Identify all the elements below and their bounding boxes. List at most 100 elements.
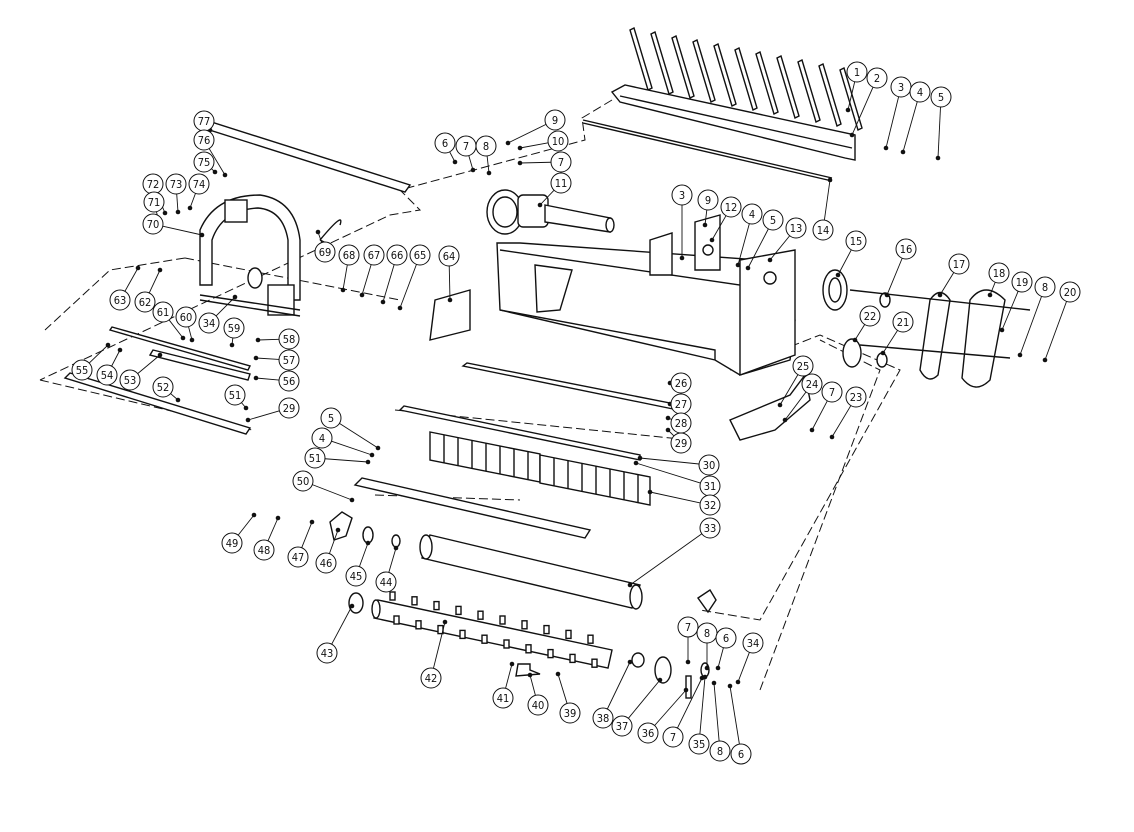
callout-14: 14	[812, 219, 834, 241]
blade-bar	[582, 84, 856, 182]
callout-number: 67	[368, 249, 381, 262]
callout-37: 37	[611, 715, 633, 737]
callout-number: 19	[1016, 276, 1029, 289]
callout-number: 3	[898, 81, 904, 94]
tine	[713, 43, 737, 107]
callout-number: 7	[463, 140, 469, 153]
leader-line	[667, 429, 675, 437]
callout-44: 44	[375, 571, 397, 593]
callout-number: 7	[558, 156, 564, 169]
callout-5: 5	[762, 209, 784, 231]
callout-51: 51	[304, 447, 326, 469]
callout-number: 66	[391, 249, 404, 262]
callout-number: 8	[1042, 281, 1048, 294]
tine	[671, 35, 695, 99]
tine	[734, 47, 758, 111]
callout-number: 55	[76, 364, 89, 377]
callout-number: 6	[738, 748, 744, 761]
callout-49: 49	[221, 532, 243, 554]
callout-69: 69	[314, 241, 336, 263]
callout-number: 76	[198, 134, 211, 147]
callout-21: 21	[892, 311, 914, 333]
callout-number: 61	[157, 306, 170, 319]
flail-blade	[525, 644, 532, 654]
callout-number: 2	[874, 72, 880, 85]
leader-line	[823, 179, 831, 221]
callout-number: 38	[597, 712, 610, 725]
callout-6: 6	[715, 627, 737, 649]
callout-68: 68	[338, 244, 360, 266]
flail-blade	[389, 591, 396, 601]
callout-30: 30	[698, 454, 720, 476]
leader-line	[649, 491, 701, 504]
callout-47: 47	[287, 546, 309, 568]
callout-number: 29	[283, 402, 296, 415]
callout-number: 44	[380, 576, 393, 589]
tine	[755, 51, 779, 115]
leader-line	[247, 410, 280, 421]
leader-line	[301, 521, 313, 548]
callout-6: 6	[730, 743, 752, 765]
callout-63: 63	[109, 289, 131, 311]
leader-line	[677, 677, 703, 729]
flail-blade	[591, 658, 598, 668]
leader-line	[628, 679, 661, 719]
callout-number: 12	[725, 201, 738, 214]
leader-line	[885, 96, 900, 149]
leader-line	[448, 265, 451, 301]
callout-number: 4	[917, 86, 923, 99]
callout-number: 51	[309, 452, 322, 465]
leader-line	[124, 267, 139, 292]
callout-number: 4	[319, 432, 325, 445]
leader-line	[388, 547, 397, 573]
callout-53: 53	[119, 369, 141, 391]
callout-number: 71	[148, 196, 161, 209]
callout-number: 33	[704, 522, 717, 535]
gearbox	[486, 189, 615, 235]
flail-blade	[521, 620, 528, 630]
callout-71: 71	[143, 191, 165, 213]
callout-number: 72	[147, 178, 160, 191]
callout-number: 62	[139, 296, 152, 309]
callout-number: 42	[425, 672, 438, 685]
leader-line	[737, 223, 750, 266]
callout-number: 10	[552, 135, 565, 148]
leader-line	[886, 258, 903, 296]
callout-number: 29	[675, 437, 688, 450]
callout-35: 35	[688, 733, 710, 755]
callout-number: 75	[198, 156, 211, 169]
callout-number: 65	[414, 249, 427, 262]
leader-line	[1001, 291, 1019, 331]
callout-66: 66	[386, 244, 408, 266]
side-skid	[729, 373, 811, 441]
callout-17: 17	[948, 253, 970, 275]
leader-line	[137, 354, 161, 374]
callout-8: 8	[696, 622, 718, 644]
callout-number: 13	[790, 222, 803, 235]
callout-57: 57	[278, 349, 300, 371]
tine	[818, 63, 842, 127]
callout-number: 7	[829, 386, 835, 399]
callout-7: 7	[821, 381, 843, 403]
flail-blade	[433, 600, 440, 611]
callout-60: 60	[175, 306, 197, 328]
callout-number: 5	[328, 412, 334, 425]
callout-number: 15	[850, 235, 863, 248]
leader-line	[339, 423, 379, 449]
leader-line	[176, 193, 179, 213]
callout-3: 3	[671, 184, 693, 206]
leader-line	[557, 673, 568, 704]
callout-65: 65	[409, 244, 431, 266]
callout-76: 76	[193, 129, 215, 151]
callout-70: 70	[142, 213, 164, 235]
callout-19: 19	[1011, 271, 1033, 293]
callout-40: 40	[527, 694, 549, 716]
callout-52: 52	[152, 376, 174, 398]
callout-45: 45	[345, 565, 367, 587]
callout-72: 72	[142, 173, 164, 195]
callout-7: 7	[455, 135, 477, 157]
leader-line	[111, 349, 121, 367]
callout-number: 51	[229, 389, 242, 402]
